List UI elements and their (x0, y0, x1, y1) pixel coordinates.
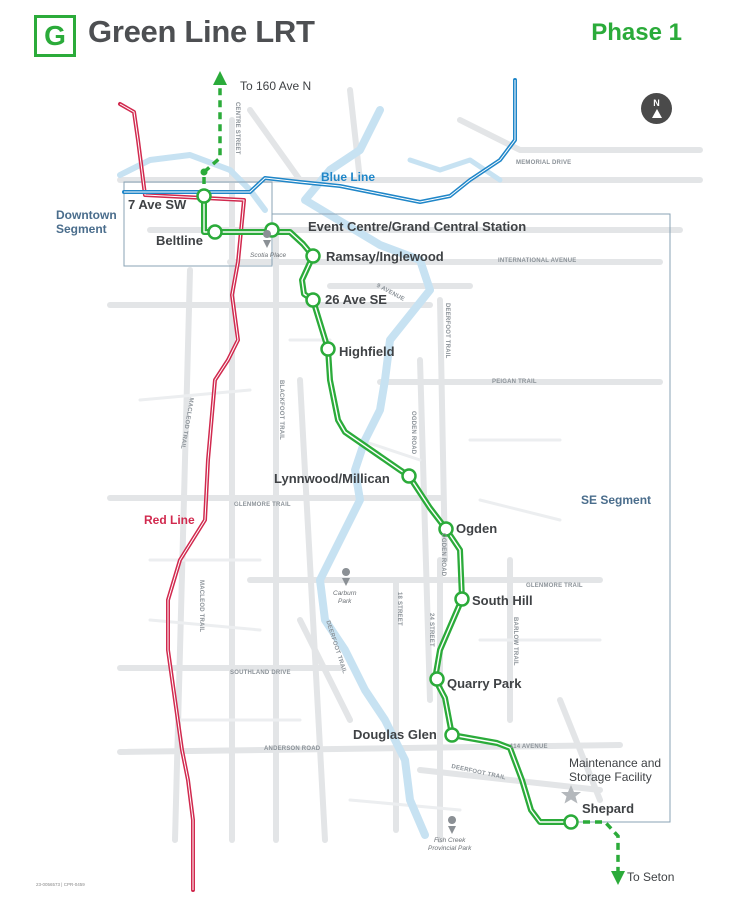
map-pin-icon[interactable] (263, 230, 272, 248)
station-marker-shepard[interactable] (563, 814, 579, 830)
road-label-18-street: 18 STREET (396, 592, 402, 626)
carburn-park-label: Carburn Park (333, 590, 357, 605)
road-label-ogden-road-south: OGDEN ROAD (440, 533, 446, 577)
station-marker-douglas-glen[interactable] (444, 727, 460, 743)
station-label-highfield[interactable]: Highfield (339, 344, 395, 359)
road-label-blackfoot: BLACKFOOT TRAIL (278, 380, 284, 440)
credit-text: 23-0056573 | CPR-0459 (36, 882, 85, 887)
station-label-south-hill[interactable]: South Hill (472, 593, 533, 608)
facility-label: Maintenance and Storage Facility (569, 756, 661, 784)
downtown-segment-label: Downtown Segment (56, 208, 117, 236)
station-marker-quarry-park[interactable] (429, 671, 445, 687)
station-marker-beltline[interactable] (207, 224, 223, 240)
north-extension (202, 71, 227, 196)
road-label-peigan: PEIGAN TRAIL (492, 379, 537, 385)
south-extension (571, 820, 625, 885)
facility-label-line2: Storage Facility (569, 770, 652, 784)
station-label-beltline[interactable]: Beltline (156, 233, 203, 248)
poi-pins (263, 230, 457, 834)
station-label-douglas-glen[interactable]: Douglas Glen (353, 727, 437, 742)
north-arrow-icon: N (641, 93, 672, 124)
map-title: Green Line LRT (88, 14, 315, 49)
road-label-centre-street: CENTRE STREET (234, 102, 240, 155)
road-label-glenmore-east: GLENMORE TRAIL (526, 583, 583, 589)
station-label-quarry-park[interactable]: Quarry Park (447, 676, 522, 691)
station-label-7-ave-sw[interactable]: 7 Ave SW (128, 197, 187, 212)
road-label-southland: SOUTHLAND DRIVE (230, 670, 291, 676)
blue-line-label: Blue Line (321, 170, 376, 184)
phase-label: Phase 1 (591, 19, 682, 46)
facility-label-line1: Maintenance and (569, 756, 662, 770)
green-line-logo: G (34, 15, 76, 57)
road-label-24-street: 24 STREET (428, 613, 434, 647)
station-label-event-centre[interactable]: Event Centre/Grand Central Station (308, 219, 527, 234)
station-marker-26-ave-se[interactable] (305, 292, 321, 308)
station-label-ramsay-inglewood[interactable]: Ramsay/Inglewood (326, 249, 444, 264)
road-label-114-ave: 114 AVENUE (510, 744, 548, 750)
station-marker-south-hill[interactable] (454, 591, 470, 607)
station-marker-7-ave-sw[interactable] (196, 188, 212, 204)
station-markers (196, 188, 579, 830)
map-pin-icon[interactable] (342, 567, 351, 586)
minor-roads (138, 338, 602, 812)
scotia-place-label: Scotia Place (250, 252, 287, 259)
blue-line-inner (124, 80, 516, 203)
road-label-anderson: ANDERSON ROAD (264, 746, 321, 752)
road-label-deerfoot-north: DEERFOOT TRAIL (444, 303, 450, 359)
se-segment-label: SE Segment (581, 493, 652, 507)
station-marker-ogden[interactable] (438, 521, 454, 537)
north-letter: N (653, 98, 660, 108)
logo-letter: G (44, 20, 66, 51)
station-marker-ramsay-inglewood[interactable] (305, 248, 321, 264)
road-label-barlow: BARLOW TRAIL (512, 617, 518, 666)
red-line-label: Red Line (144, 513, 195, 527)
station-label-26-ave-se[interactable]: 26 Ave SE (325, 292, 387, 307)
station-label-shepard[interactable]: Shepard (582, 801, 635, 816)
south-extension-label: To Seton (627, 870, 675, 884)
road-label-international: INTERNATIONAL AVENUE (498, 258, 577, 264)
road-label-glenmore-west: GLENMORE TRAIL (234, 502, 291, 508)
north-triangle (651, 109, 662, 118)
fish-creek-label: Fish Creek Provincial Park (428, 837, 472, 852)
station-label-ogden[interactable]: Ogden (456, 521, 498, 536)
road-label-ogden-road-north: OGDEN ROAD (410, 411, 416, 455)
station-marker-highfield[interactable] (320, 341, 336, 357)
map-pin-icon[interactable] (448, 815, 457, 834)
north-extension-label: To 160 Ave N (240, 79, 312, 93)
extension-dot (200, 168, 208, 176)
station-marker-lynnwood-millican[interactable] (401, 468, 417, 484)
star-icon (561, 785, 581, 804)
road-label-macleod-south: MACLEOD TRAIL (198, 580, 204, 633)
se-segment-box (272, 213, 671, 823)
red-line-inner (119, 103, 245, 890)
road-label-memorial: MEMORIAL DRIVE (516, 160, 572, 166)
station-label-lynnwood-millican[interactable]: Lynnwood/Millican (274, 471, 390, 486)
